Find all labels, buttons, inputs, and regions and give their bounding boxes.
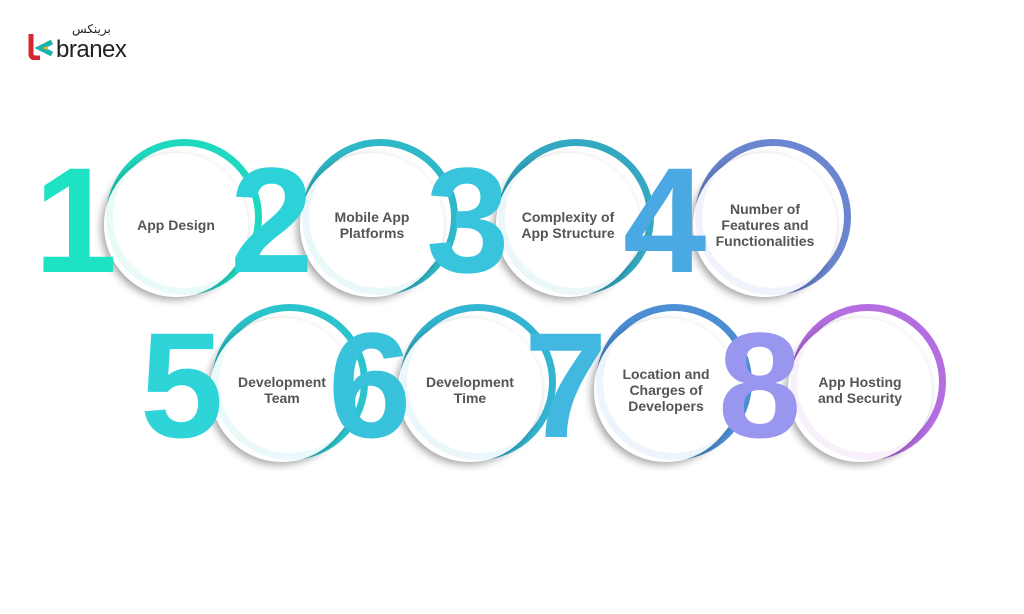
step-label: App Hosting and Security bbox=[817, 374, 903, 406]
logo-arabic-text: برينكس bbox=[72, 22, 111, 36]
step-number: 4 bbox=[623, 136, 707, 304]
step-number: 3 bbox=[426, 136, 510, 304]
step-circle: App Design bbox=[104, 153, 248, 297]
step-label: Complexity of App Structure bbox=[521, 209, 615, 241]
step-number: 6 bbox=[328, 301, 412, 469]
step-label: Development Team bbox=[238, 374, 326, 406]
step-circle: Development Time bbox=[398, 318, 542, 462]
step-circle: Development Team bbox=[210, 318, 354, 462]
step-circle: Complexity of App Structure bbox=[496, 153, 640, 297]
step-number: 7 bbox=[524, 301, 608, 469]
logo-mark-icon bbox=[28, 34, 54, 60]
step-label: Development Time bbox=[426, 374, 514, 406]
step-number: 2 bbox=[230, 136, 314, 304]
step-number: 1 bbox=[34, 136, 118, 304]
logo-text: branex bbox=[56, 36, 127, 63]
step-circle: Number of Features and Functionalities bbox=[693, 153, 837, 297]
step-number: 8 bbox=[718, 301, 802, 469]
step-label: App Design bbox=[137, 217, 215, 233]
step-number: 5 bbox=[140, 301, 224, 469]
step-label: Location and Charges of Developers bbox=[622, 366, 710, 414]
step-circle: Mobile App Platforms bbox=[300, 153, 444, 297]
step-label: Number of Features and Functionalities bbox=[715, 201, 815, 249]
step-circle: Location and Charges of Developers bbox=[594, 318, 738, 462]
step-circle: App Hosting and Security bbox=[788, 318, 932, 462]
step-label: Mobile App Platforms bbox=[334, 209, 410, 241]
branex-logo: برينكس branex bbox=[28, 22, 138, 66]
